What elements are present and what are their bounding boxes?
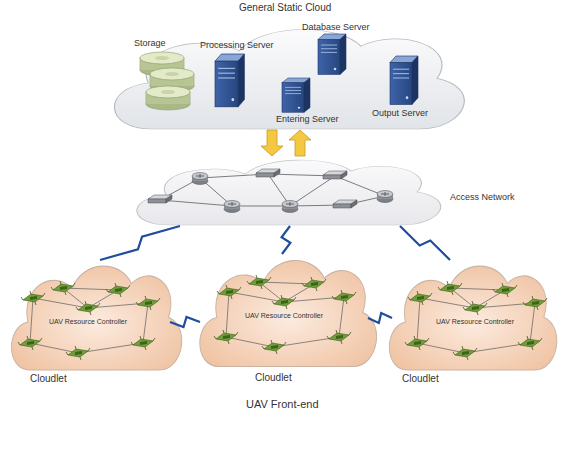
network-region: Access Network xyxy=(126,156,520,226)
node-label: UAV Resource Controller xyxy=(245,312,323,320)
network-devices xyxy=(148,169,393,213)
uav-fleet xyxy=(214,275,356,354)
server-icon xyxy=(282,78,310,112)
server-node: Database Server xyxy=(300,22,372,78)
data-flow-arrow xyxy=(289,130,311,156)
node-label: UAV Resource Controller xyxy=(49,318,127,326)
cloudlet-shape xyxy=(11,266,181,370)
node-label: Entering Server xyxy=(276,114,339,124)
node-label: Output Server xyxy=(372,108,428,118)
wireless-link xyxy=(368,313,392,323)
wireless-link xyxy=(100,226,180,260)
node-label: Database Server xyxy=(302,22,370,32)
storage-disks xyxy=(140,52,194,110)
data-flow-arrow xyxy=(261,130,283,156)
uav-fleet xyxy=(405,281,547,360)
cloudlet-region: Cloudlet UAV Resource Controller xyxy=(392,260,558,385)
node-label: Processing Server xyxy=(200,40,274,50)
controller-node: UAV Resource Controller xyxy=(46,300,130,328)
cloudlet-shape xyxy=(389,266,557,370)
wireless-link xyxy=(170,317,200,327)
controller-node: UAV Resource Controller xyxy=(242,294,326,322)
cloudlet-region: Cloudlet UAV Resource Controller xyxy=(200,254,368,386)
server-icon xyxy=(215,54,244,107)
cloud-shape xyxy=(114,29,464,129)
network-cloud-shape xyxy=(137,160,441,225)
node-label: General Static Cloud xyxy=(239,2,331,14)
wireless-link xyxy=(282,226,291,254)
storage-node: Storage xyxy=(128,38,196,112)
node-label: Access Network xyxy=(450,192,515,202)
wireless-link xyxy=(400,226,450,260)
caption-label: UAV Front-end xyxy=(246,398,319,411)
server-icon xyxy=(390,56,418,104)
cloudlet-region: Cloudlet UAV Resource Controller xyxy=(6,260,170,385)
node-label: UAV Resource Controller xyxy=(436,318,514,326)
server-node: Processing Server xyxy=(200,40,275,112)
node-label: Cloudlet xyxy=(30,373,67,385)
node-label: Cloudlet xyxy=(402,373,439,385)
cloudlet-shape xyxy=(200,260,377,366)
node-label: Storage xyxy=(134,38,166,48)
uav-fleet xyxy=(18,281,160,360)
node-label: Cloudlet xyxy=(255,372,292,384)
cloud-region: General Static CloudStorage Processing Se… xyxy=(103,2,467,130)
controller-node: UAV Resource Controller xyxy=(433,300,517,328)
server-node: Entering Server xyxy=(276,78,342,126)
server-icon xyxy=(318,34,346,74)
server-node: Output Server xyxy=(372,50,440,120)
